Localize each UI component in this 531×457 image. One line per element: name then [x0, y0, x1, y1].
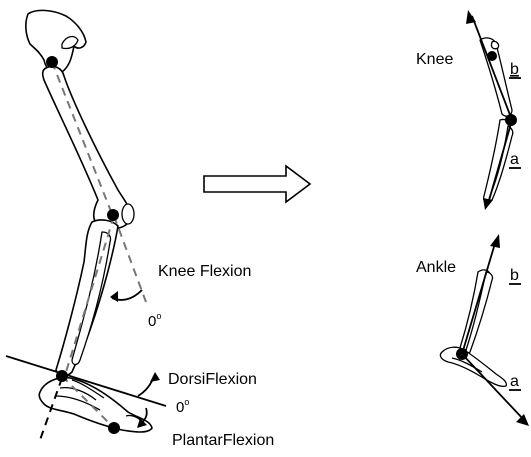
dorsiflexion-label: DorsiFlexion — [168, 371, 257, 388]
knee-b-label: b — [510, 61, 519, 78]
ankle-segment-diagram — [440, 270, 506, 386]
femur-bone — [43, 66, 131, 228]
foot-bones — [39, 378, 152, 432]
ankle-joint-marker — [56, 370, 68, 382]
toe-joint-marker — [108, 422, 120, 434]
knee-a-label: a — [510, 151, 519, 168]
ankle-segment-b-axis — [462, 240, 496, 354]
right-arrow-icon — [204, 166, 310, 202]
ankle-b-label: b — [510, 267, 519, 284]
ankle-zero-label: 0o — [176, 397, 189, 416]
knee-label: Knee — [416, 51, 453, 68]
knee-flexion-label: Knee Flexion — [158, 263, 251, 280]
plantarflexion-label: PlantarFlexion — [172, 432, 274, 449]
ankle-a-label: a — [510, 373, 519, 390]
knee-zero-label: 0o — [148, 311, 161, 330]
ankle-segment-joint-marker — [456, 348, 468, 360]
hip-joint-marker — [46, 56, 58, 68]
knee-segment-joint-marker — [505, 114, 517, 126]
knee-extension-axis-line — [114, 216, 146, 302]
knee-joint-marker — [107, 209, 119, 221]
ankle-label: Ankle — [416, 259, 456, 276]
knee-segment-proximal-marker — [487, 51, 497, 61]
knee-segment-b-axis — [472, 16, 512, 120]
